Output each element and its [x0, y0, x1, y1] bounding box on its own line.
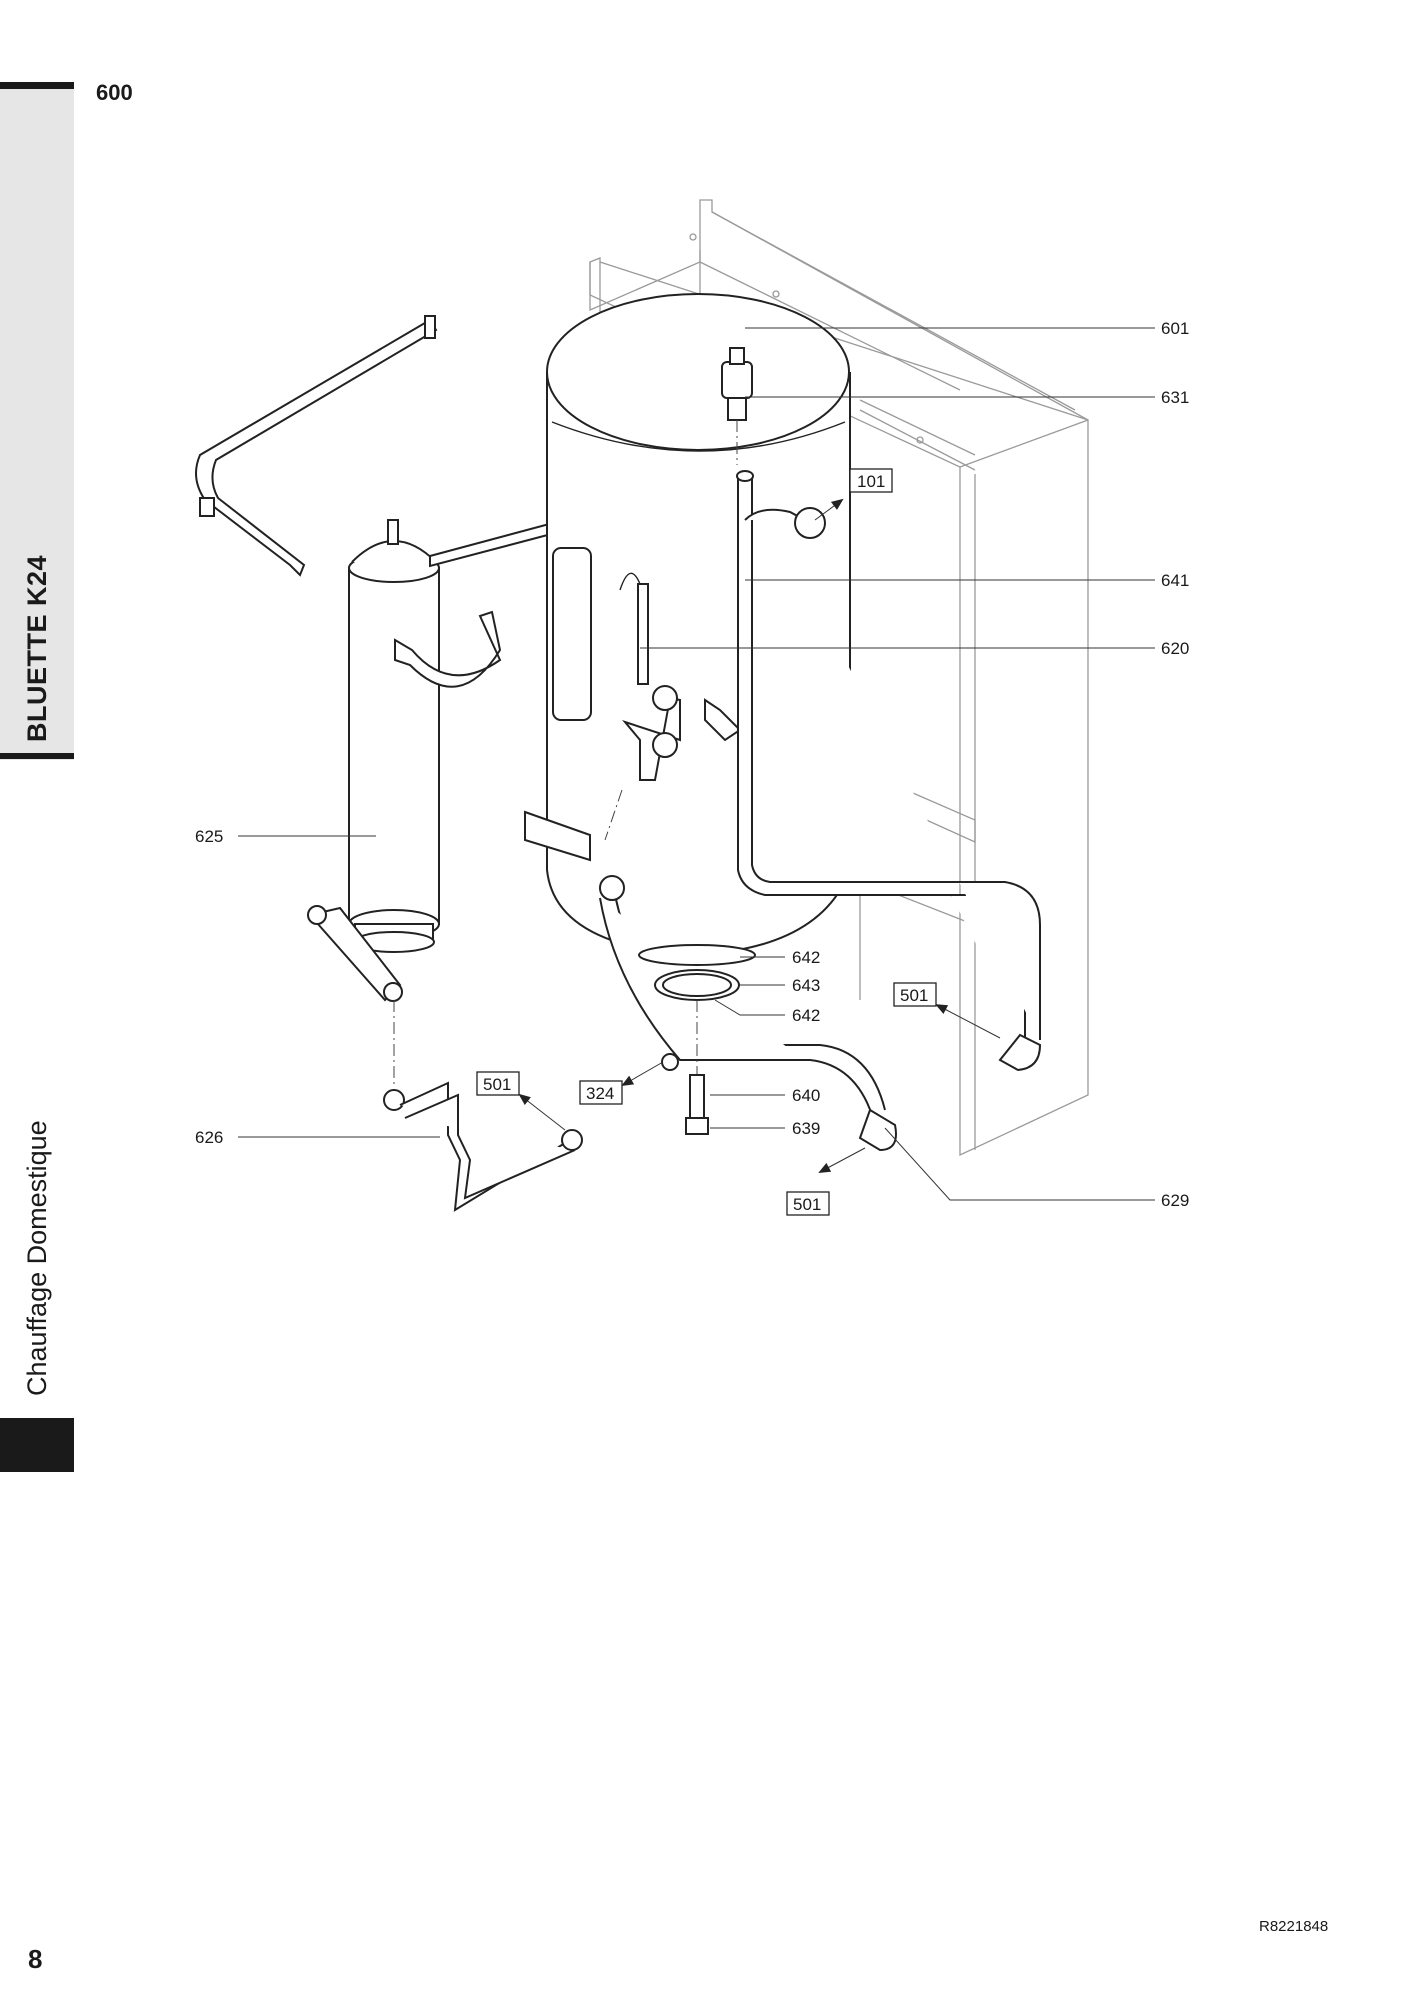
callout-620: 620: [1161, 639, 1189, 658]
callout-629: 629: [1161, 1191, 1189, 1210]
callout-631: 631: [1161, 388, 1189, 407]
svg-text:324: 324: [586, 1084, 614, 1103]
boxed-ref-501-left: 501: [476, 1071, 520, 1096]
air-vent-631: [721, 347, 753, 465]
boxed-ref-501-bottom: 501: [786, 1191, 830, 1216]
drain-assembly: [393, 944, 756, 1135]
callout-641: 641: [1161, 571, 1189, 590]
reference-code: R8221848: [1259, 1918, 1329, 1935]
callout-625: 625: [195, 827, 223, 846]
pipe-626: [383, 1081, 583, 1212]
svg-text:501: 501: [483, 1075, 511, 1094]
callout-626: 626: [195, 1128, 223, 1147]
svg-text:501: 501: [793, 1195, 821, 1214]
callout-639: 639: [792, 1119, 820, 1138]
expansion-cylinder-625: [307, 519, 440, 1002]
leader-lines: [238, 327, 1155, 1201]
boxed-ref-324: 324: [579, 1080, 623, 1105]
pipe-641: [736, 470, 1042, 1072]
section-number: 600: [96, 80, 133, 105]
side-strip: [0, 82, 74, 760]
callout-640: 640: [792, 1086, 820, 1105]
callout-643: 643: [792, 976, 820, 995]
reference-arrows: [518, 498, 1001, 1173]
boxed-ref-501-right: 501: [893, 982, 937, 1007]
callout-642-bottom: 642: [792, 1006, 820, 1025]
boxed-ref-101: 101: [849, 468, 893, 493]
page-number: 8: [28, 1944, 43, 1974]
svg-text:501: 501: [900, 986, 928, 1005]
svg-text:101: 101: [857, 472, 885, 491]
side-black-block: [0, 1418, 74, 1472]
side-top-rule: [0, 82, 74, 89]
side-bottom-rule: [0, 753, 74, 759]
callout-601: 601: [1161, 319, 1189, 338]
callout-642-top: 642: [792, 948, 820, 967]
